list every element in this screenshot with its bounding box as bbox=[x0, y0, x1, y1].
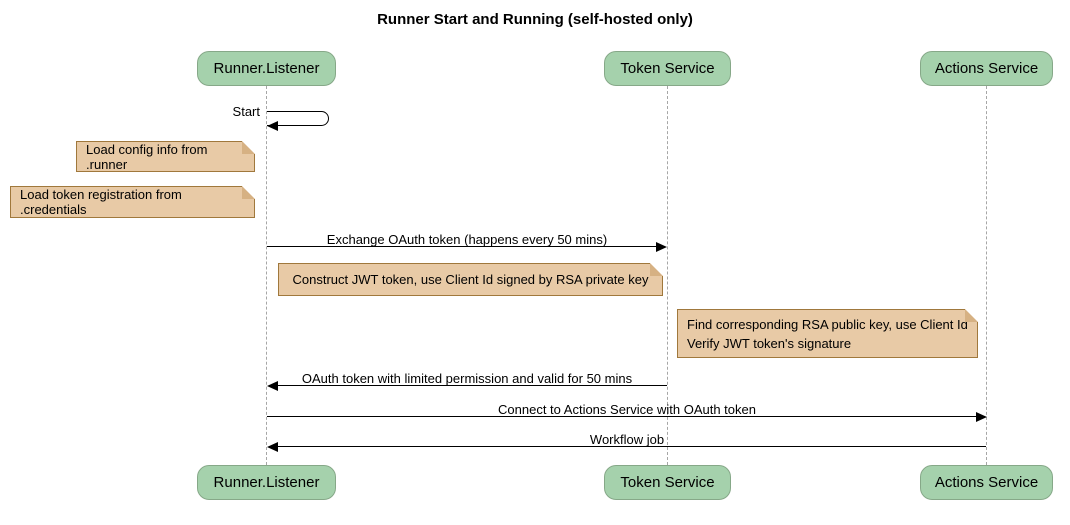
message-workflow-job-line bbox=[277, 446, 986, 447]
message-exchange-oauth-arrowhead-icon bbox=[656, 242, 667, 252]
lifeline-actions-service bbox=[986, 86, 987, 465]
message-workflow-job-label: Workflow job bbox=[589, 432, 665, 447]
note-verify-jwt: Find corresponding RSA public key, use C… bbox=[677, 309, 978, 358]
diagram-title: Runner Start and Running (self-hosted on… bbox=[377, 11, 693, 28]
note-verify-jwt-text: Find corresponding RSA public key, use C… bbox=[687, 315, 968, 353]
message-connect-actions-arrowhead-icon bbox=[976, 412, 987, 422]
participant-runner-listener-bottom: Runner.Listener bbox=[197, 465, 336, 500]
message-connect-actions-label: Connect to Actions Service with OAuth to… bbox=[498, 402, 756, 417]
self-message-arrowhead-icon bbox=[267, 121, 278, 131]
note-verify-jwt-line1: Find corresponding RSA public key, use C… bbox=[687, 316, 968, 332]
message-workflow-job-arrowhead-icon bbox=[267, 442, 278, 452]
note-load-config: Load config info from .runner bbox=[76, 141, 255, 172]
participant-actions-service-top: Actions Service bbox=[920, 51, 1053, 86]
message-exchange-oauth-label: Exchange OAuth token (happens every 50 m… bbox=[326, 232, 608, 247]
message-start-label: Start bbox=[232, 104, 260, 119]
participant-token-service-bottom: Token Service bbox=[604, 465, 731, 500]
self-message-loop bbox=[267, 111, 329, 126]
participant-token-service-top: Token Service bbox=[604, 51, 731, 86]
message-connect-actions-line bbox=[267, 416, 976, 417]
participant-actions-service-bottom: Actions Service bbox=[920, 465, 1053, 500]
message-oauth-return-line bbox=[277, 385, 667, 386]
note-construct-jwt: Construct JWT token, use Client Id signe… bbox=[278, 263, 663, 296]
lifeline-token-service bbox=[667, 86, 668, 465]
note-load-token-registration: Load token registration from .credential… bbox=[10, 186, 255, 218]
participant-runner-listener-top: Runner.Listener bbox=[197, 51, 336, 86]
message-oauth-return-label: OAuth token with limited permission and … bbox=[301, 371, 633, 386]
lifeline-runner-listener bbox=[266, 86, 267, 465]
message-oauth-return-arrowhead-icon bbox=[267, 381, 278, 391]
message-exchange-oauth-line bbox=[267, 246, 659, 247]
note-verify-jwt-line2: Verify JWT token's signature bbox=[687, 335, 852, 351]
